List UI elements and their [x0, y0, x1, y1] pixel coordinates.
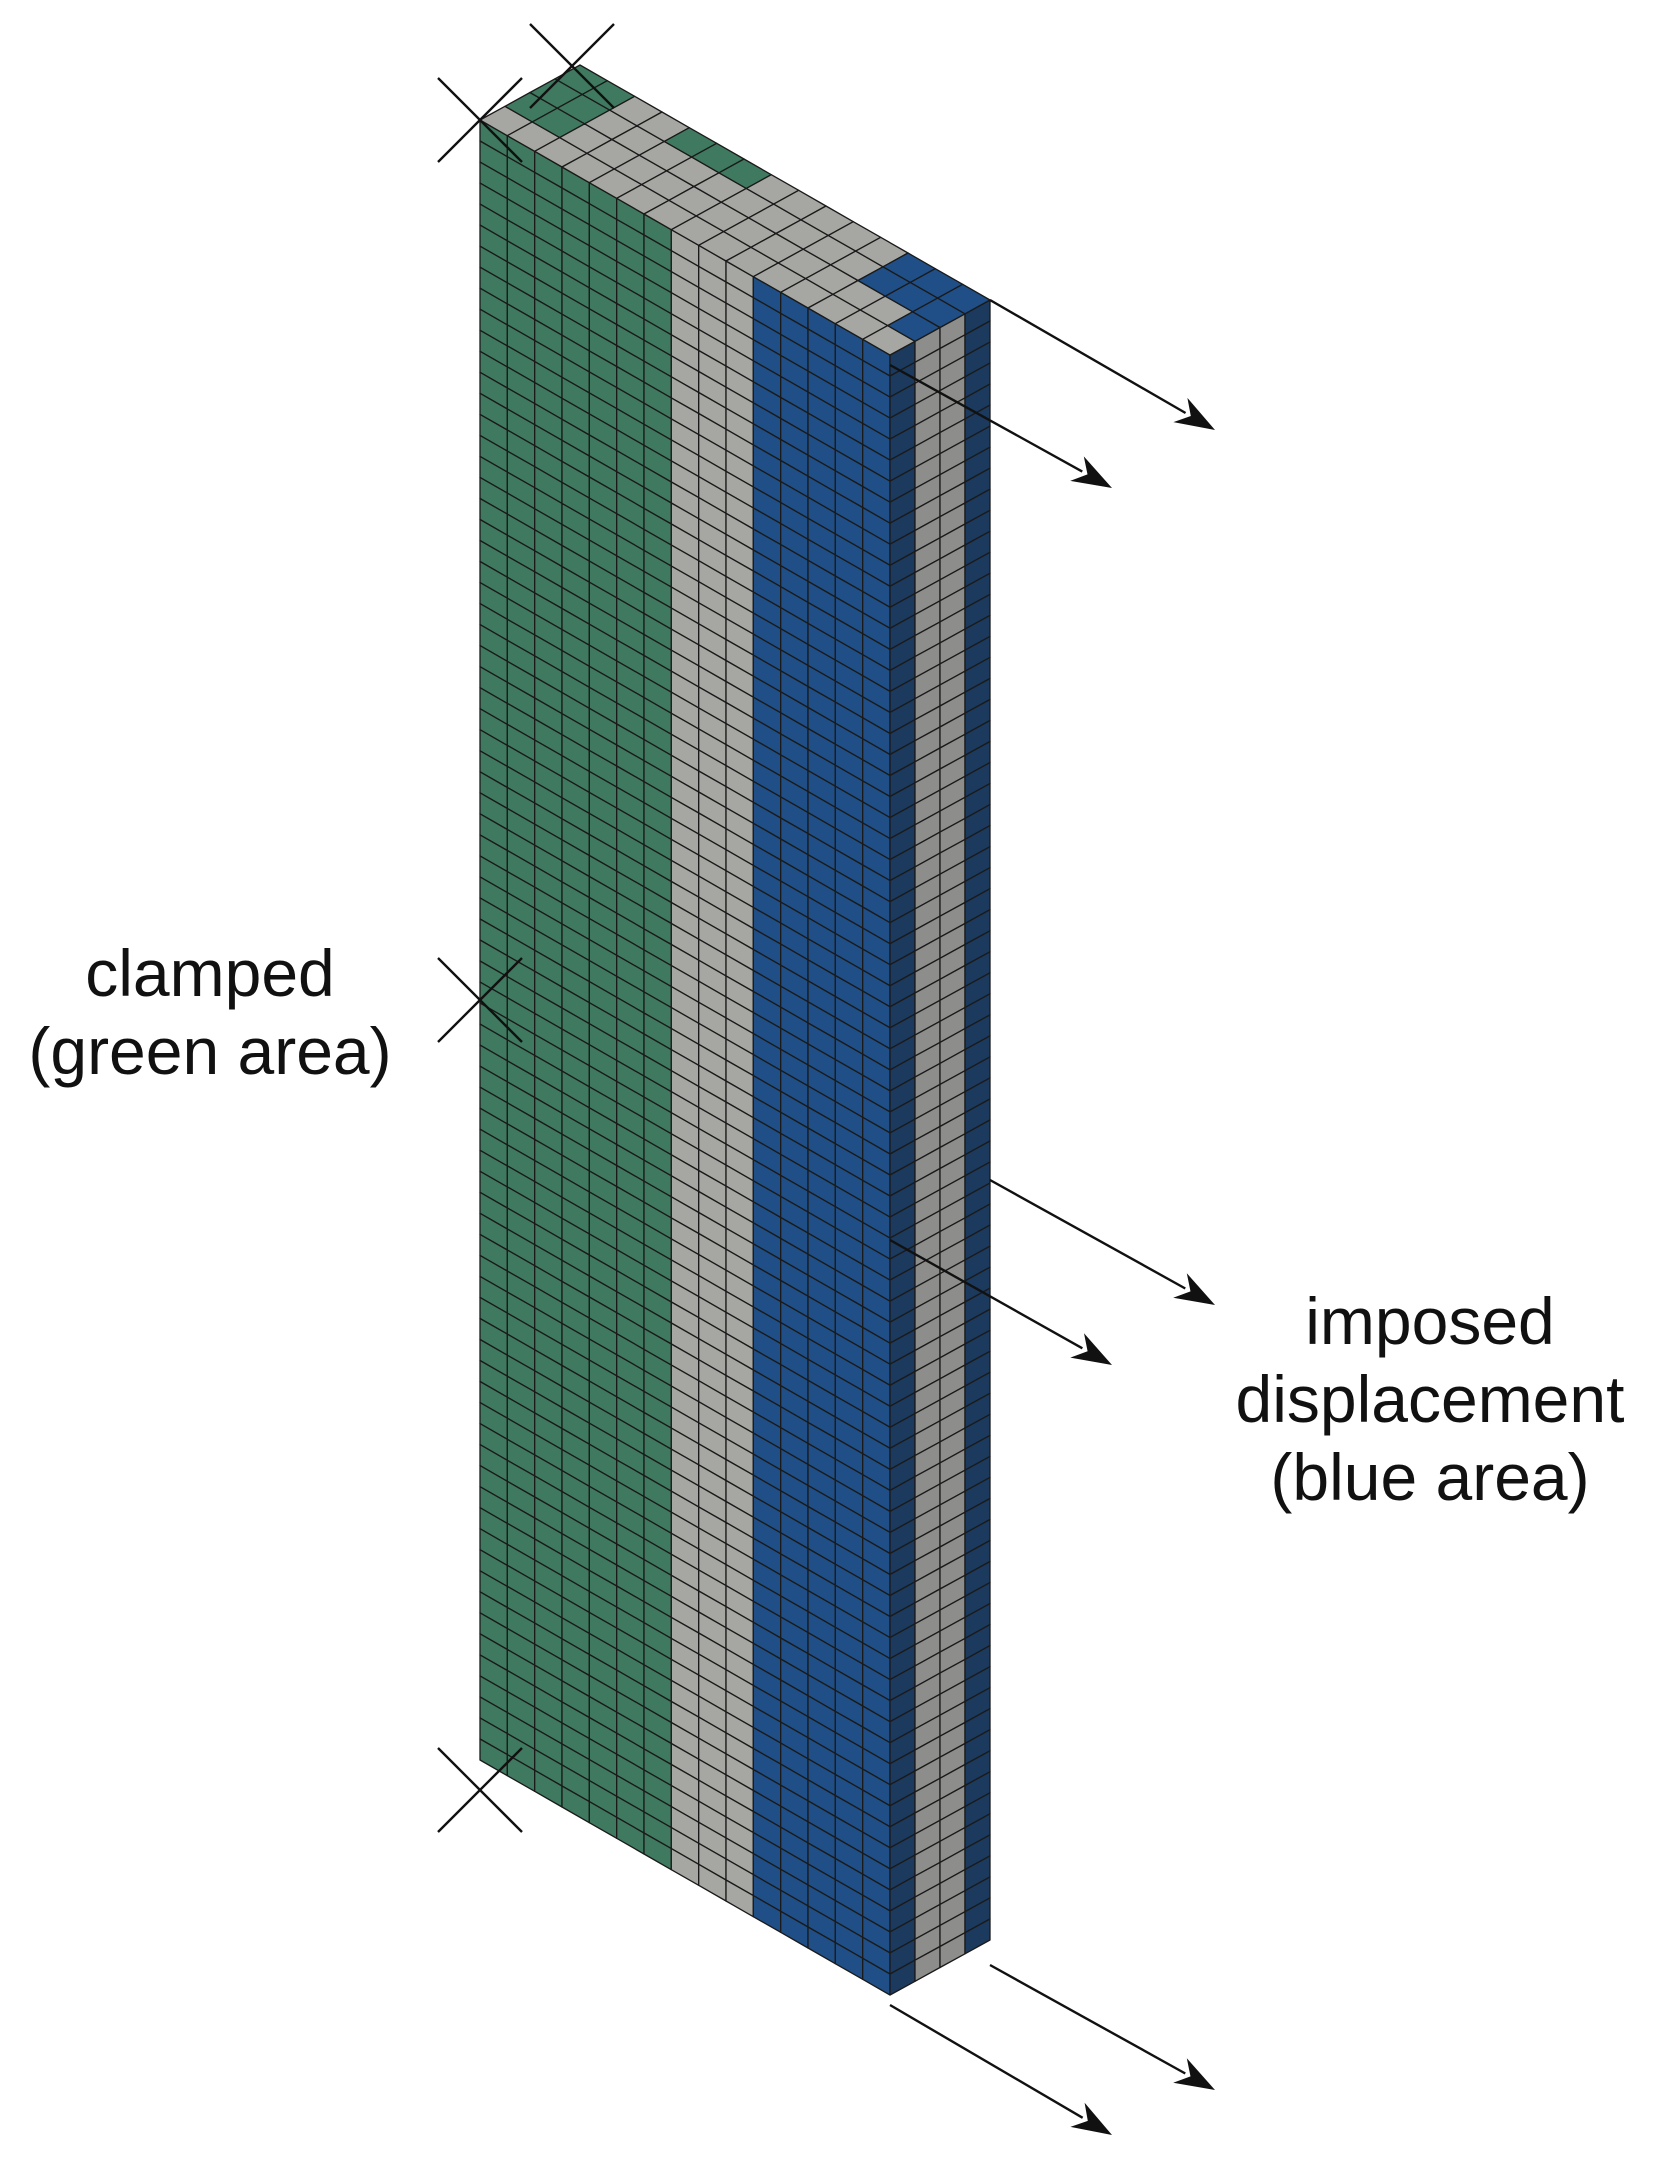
clamp-x-icon [437, 77, 523, 163]
clamp-x-icon [437, 1747, 523, 1833]
imposed-displacement-annotation: imposed displacement (blue area) [1200, 1282, 1660, 1516]
clamp-x-icon [529, 23, 615, 109]
clamped-label-line1: clamped [85, 936, 335, 1010]
clamped-label-line2: (green area) [28, 1014, 392, 1088]
imposed-label-line1: imposed [1305, 1284, 1555, 1358]
displacement-arrows [889, 298, 1215, 2135]
displacement-arrow-icon [989, 1178, 1215, 1305]
side-face-mesh [889, 299, 991, 1996]
clamped-annotation: clamped (green area) [10, 934, 410, 1090]
top-face-mesh [479, 64, 991, 356]
displacement-arrow-icon [889, 363, 1112, 488]
displacement-arrow-icon [989, 298, 1215, 430]
clamp-x-icon [437, 957, 523, 1043]
imposed-label-line2: displacement [1235, 1362, 1625, 1436]
imposed-label-line3: (blue area) [1270, 1440, 1590, 1514]
side-mesh-cell [964, 1918, 991, 1955]
displacement-arrow-icon [889, 1238, 1112, 1365]
clamp-markers [437, 23, 615, 1833]
displacement-arrow-icon [989, 1963, 1215, 2090]
displacement-arrow-icon [889, 2003, 1112, 2135]
front-face-mesh [479, 119, 891, 1996]
